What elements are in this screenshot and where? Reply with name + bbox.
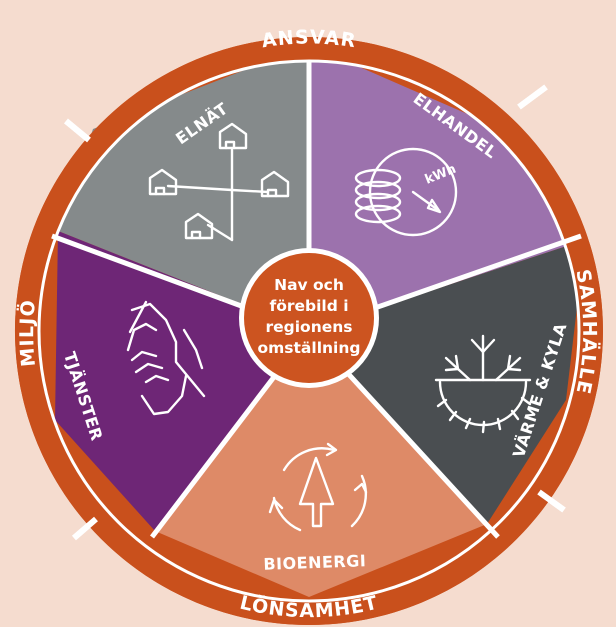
power-grid-houses-icon (148, 122, 290, 242)
sun-snowflake-icon (434, 334, 532, 434)
kwh-meter-coins-icon (354, 147, 458, 237)
center-line-2: förebild i (269, 297, 348, 315)
center-line-4: omställning (258, 339, 361, 357)
center-line-3: regionens (265, 318, 352, 336)
ring-dividers-top (64, 84, 566, 541)
segment-label-bioenergi: BIOENERGI (263, 551, 367, 574)
recycle-tree-icon (268, 442, 368, 532)
handshake-icon (126, 300, 206, 416)
center-circle (244, 253, 374, 383)
center-line-1: Nav och (274, 276, 344, 294)
segment-bioenergi (155, 331, 487, 597)
ring-label-miljo-top: MILJÖ (15, 298, 40, 367)
